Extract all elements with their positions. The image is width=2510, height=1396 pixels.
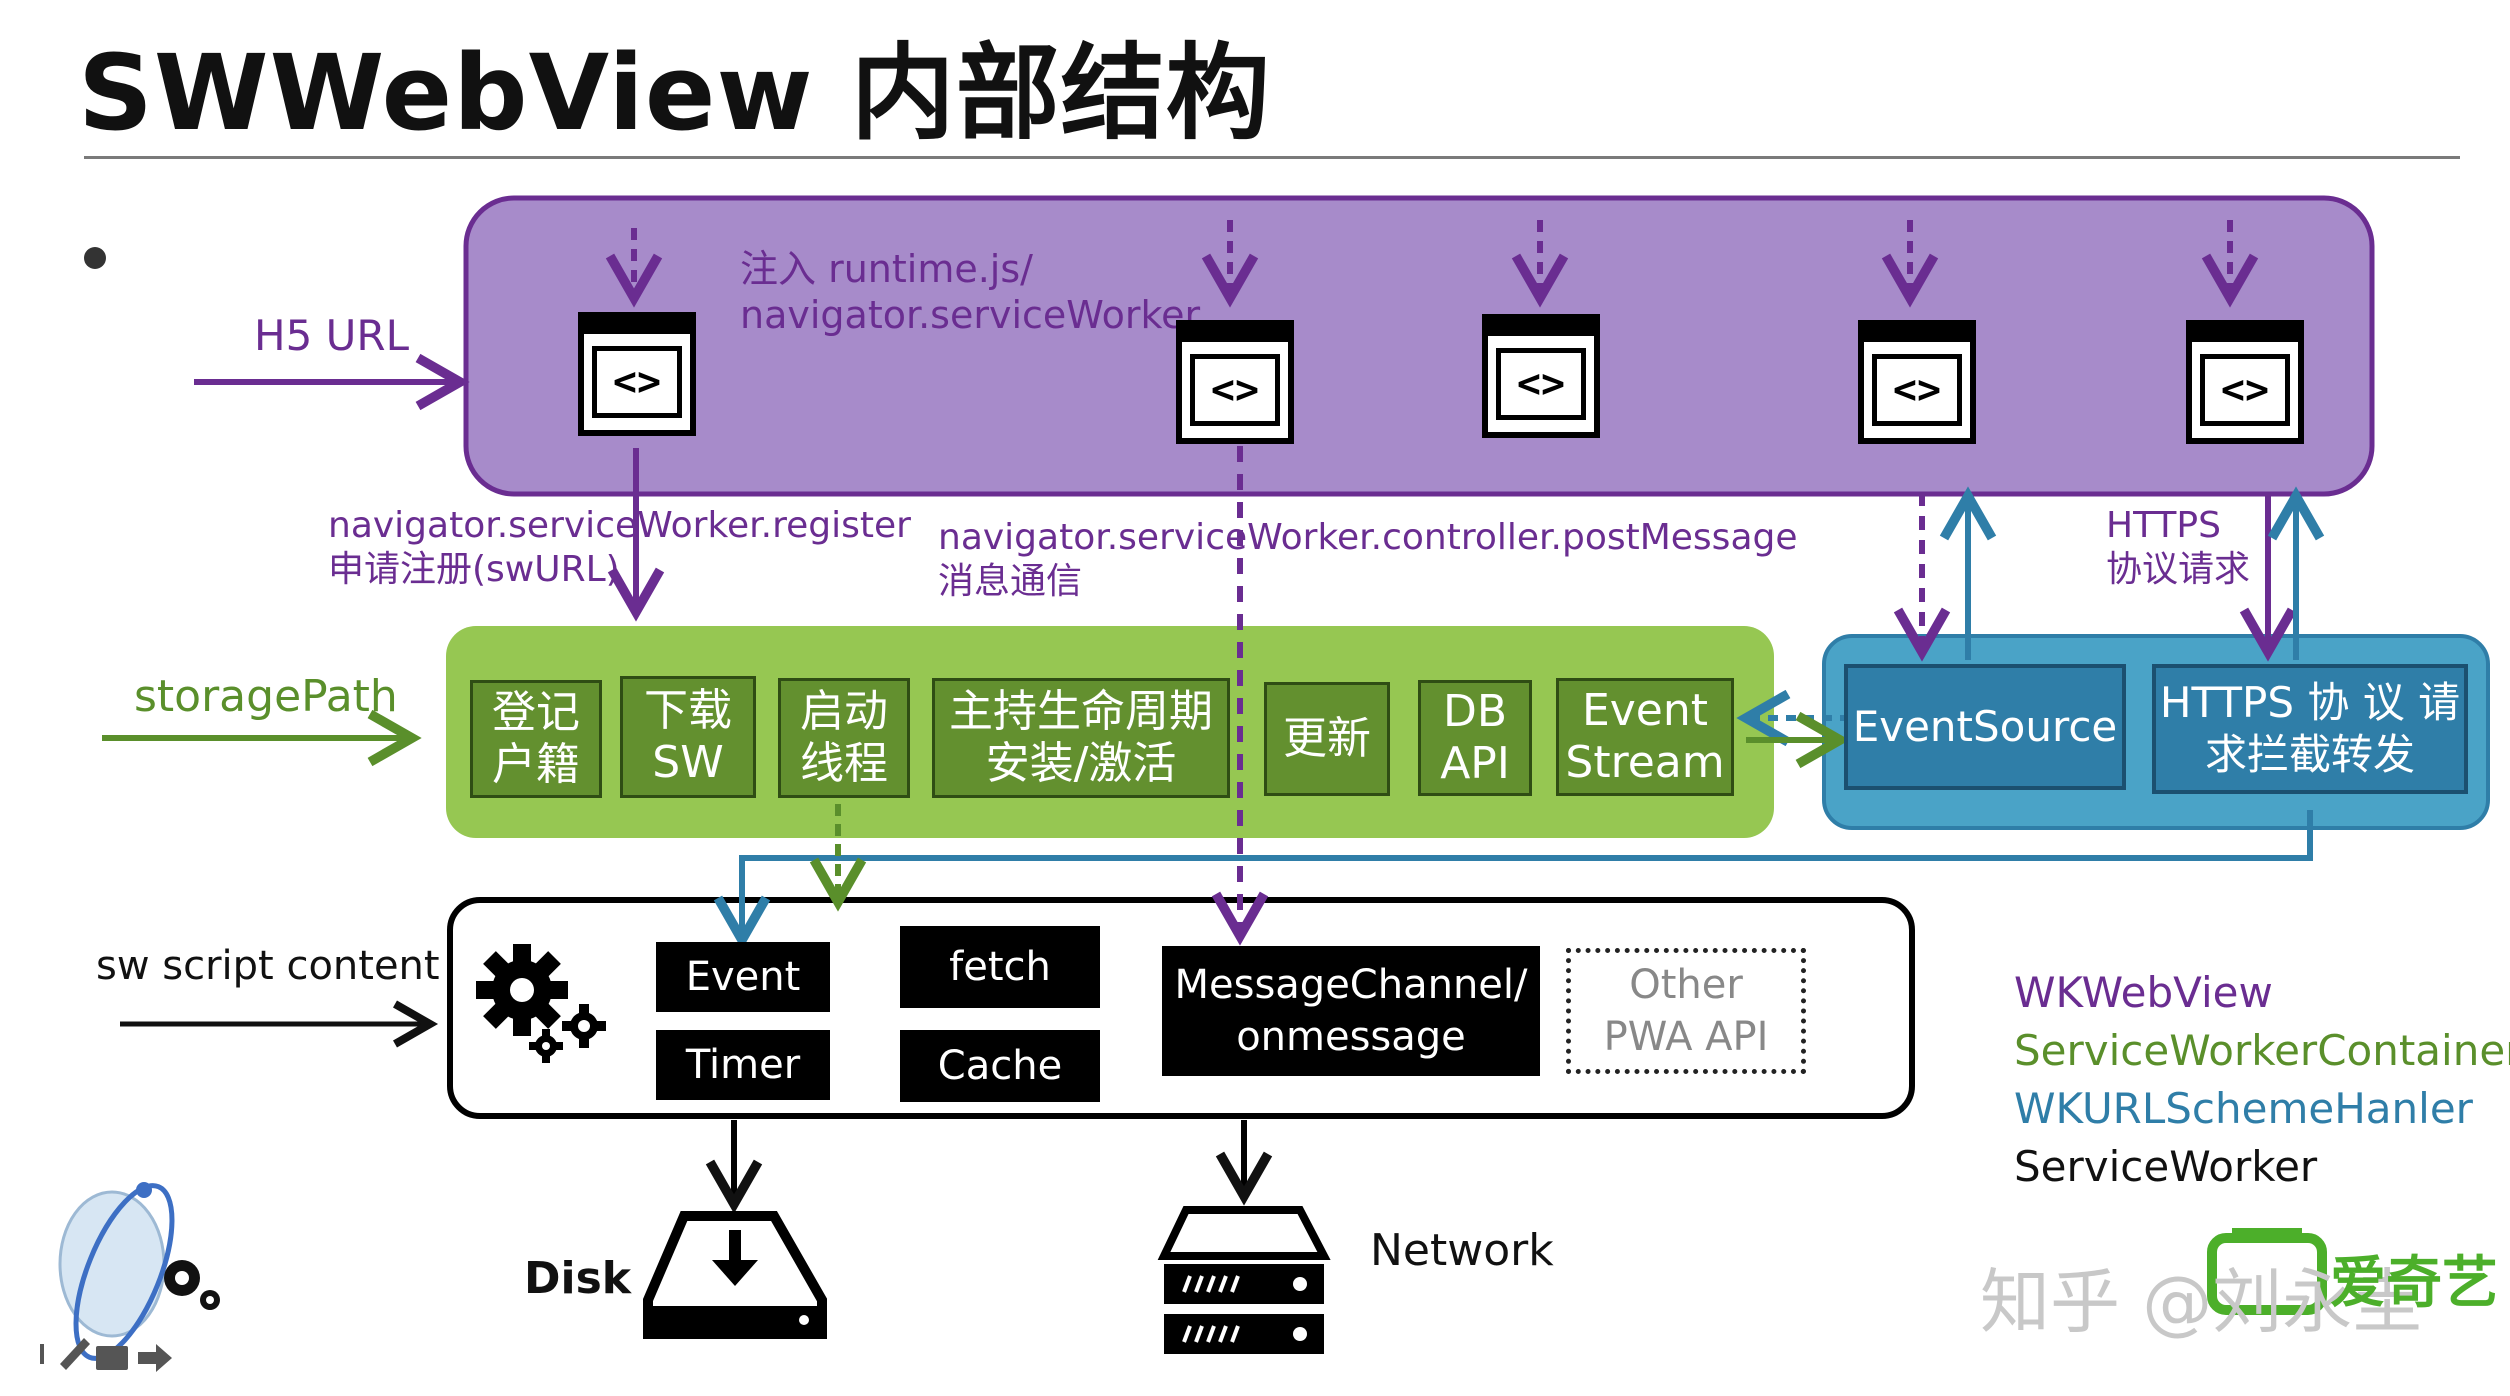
title-divider bbox=[84, 156, 2460, 159]
app-logo-icon bbox=[40, 1182, 220, 1372]
sw-message-channel-box: MessageChannel/ onmessage bbox=[1162, 946, 1540, 1076]
sw-other-pwa-box: Other PWA API bbox=[1566, 948, 1806, 1074]
postmessage-annotation: navigator.serviceWorker.controller.postM… bbox=[938, 517, 1798, 602]
sw-event-box: Event bbox=[656, 942, 830, 1012]
webview-page-icon: <> bbox=[1858, 320, 1976, 444]
h5-url-label: H5 URL bbox=[254, 311, 409, 360]
network-icon bbox=[1157, 1206, 1331, 1354]
register-annotation: navigator.serviceWorker.register 申请注册(sw… bbox=[328, 505, 911, 590]
legend-wkwebview: WKWebView bbox=[2014, 968, 2273, 1017]
https-to-event-line bbox=[713, 810, 2313, 950]
sw-script-label: sw script content bbox=[96, 943, 440, 989]
storage-path-label: storagePath bbox=[134, 671, 398, 722]
page-title: SWWebView 内部结构 bbox=[78, 32, 1271, 154]
https-intercept-box: HTTPS 协 议 请 求拦截转发 bbox=[2152, 664, 2468, 794]
webview-page-icon: <> bbox=[578, 312, 696, 436]
webview-page-icon: <> bbox=[1176, 320, 1294, 444]
disk-icon bbox=[643, 1211, 827, 1339]
sw-fetch-box: fetch bbox=[900, 926, 1100, 1008]
wkwebview-panel bbox=[463, 195, 2375, 497]
sw-cache-box: Cache bbox=[900, 1030, 1100, 1102]
sw-update-box: 更新 bbox=[1264, 682, 1390, 796]
sw-event-stream-box: Event Stream bbox=[1556, 678, 1734, 796]
webview-page-icon: <> bbox=[2186, 320, 2304, 444]
sw-lifecycle-box: 主持生命周期 安装/激活 bbox=[932, 678, 1230, 798]
sw-download-box: 下载 SW bbox=[620, 676, 756, 798]
legend-sw-container: ServiceWorkerContainer bbox=[2014, 1026, 2510, 1075]
sw-register-box: 登记 户籍 bbox=[470, 680, 602, 798]
webview-page-icon: <> bbox=[1482, 314, 1600, 438]
legend-service-worker: ServiceWorker bbox=[2014, 1142, 2318, 1191]
inject-annotation: 注入 runtime.js/ navigator.serviceWorker bbox=[740, 247, 1201, 338]
bullet-point bbox=[84, 247, 106, 269]
legend-scheme-handler: WKURLSchemeHanler bbox=[2014, 1084, 2473, 1133]
network-label: Network bbox=[1370, 1225, 1554, 1276]
disk-label: Disk bbox=[524, 1253, 632, 1304]
sw-db-api-box: DB API bbox=[1418, 680, 1532, 796]
event-source-box: EventSource bbox=[1844, 664, 2126, 790]
watermark-text: 知乎 @刘永圭 bbox=[1980, 1261, 2423, 1343]
sw-timer-box: Timer bbox=[656, 1030, 830, 1100]
sw-start-thread-box: 启动 线程 bbox=[778, 678, 910, 798]
brand-name: 爱奇艺 bbox=[2330, 1251, 2498, 1316]
https-annotation: HTTPS 协议请求 bbox=[2106, 505, 2251, 590]
gears-icon bbox=[476, 944, 606, 1063]
brand-logo-icon bbox=[2207, 1228, 2327, 1315]
